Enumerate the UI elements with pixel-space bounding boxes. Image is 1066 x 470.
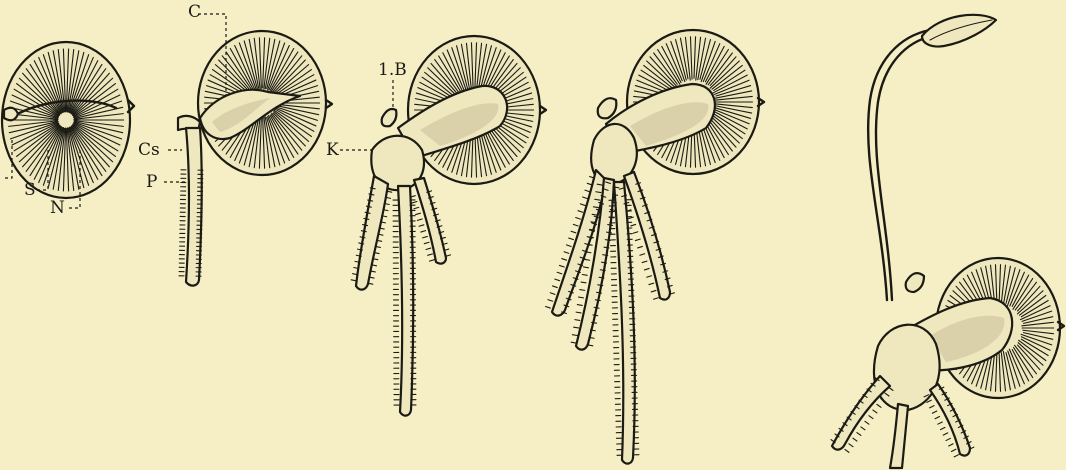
root-hair bbox=[954, 455, 958, 457]
root-hair bbox=[938, 422, 942, 424]
stage-1-seed bbox=[2, 42, 134, 198]
root-hair bbox=[647, 276, 652, 277]
root-hair bbox=[649, 283, 654, 284]
root-hair bbox=[559, 265, 564, 267]
root-hair bbox=[575, 320, 580, 321]
label-K-collar: K bbox=[326, 142, 339, 159]
seed-hilum bbox=[4, 108, 18, 121]
root-hair bbox=[414, 207, 419, 208]
root-hair bbox=[635, 239, 640, 240]
root-hair bbox=[426, 248, 431, 249]
root-hair bbox=[555, 279, 560, 281]
root-hair bbox=[571, 342, 576, 343]
label-Cs-cotyledon-sheath: Cs bbox=[138, 142, 160, 159]
root-hair bbox=[578, 211, 583, 213]
root-hair bbox=[583, 197, 588, 199]
root-hair bbox=[573, 224, 578, 226]
first-leaf-bud bbox=[598, 98, 617, 118]
root-hair bbox=[585, 190, 590, 192]
root-hair bbox=[873, 410, 877, 413]
root-hair bbox=[861, 427, 865, 430]
stage-3-seedling bbox=[351, 36, 546, 416]
root-hair bbox=[633, 232, 638, 233]
root-hair bbox=[853, 438, 857, 441]
root-hair bbox=[631, 224, 636, 225]
root-hair bbox=[935, 417, 939, 419]
root-hair bbox=[553, 286, 558, 288]
root-hair bbox=[644, 268, 649, 269]
stage-4-seedling bbox=[546, 30, 764, 464]
root-hair bbox=[576, 312, 581, 313]
root-hair bbox=[564, 252, 569, 254]
root-hair bbox=[576, 218, 581, 220]
tuberous-collar bbox=[874, 325, 940, 410]
root-hair bbox=[423, 236, 428, 237]
root-hair bbox=[574, 327, 579, 328]
root-hair bbox=[857, 433, 861, 436]
label-1B-first-leaf: 1.B bbox=[378, 62, 407, 79]
root-hair bbox=[412, 202, 417, 203]
root-hair bbox=[869, 416, 873, 419]
root-hair bbox=[579, 297, 584, 298]
root-left bbox=[832, 376, 890, 450]
root-hair bbox=[865, 421, 869, 424]
root-hair bbox=[548, 300, 553, 302]
root-hair bbox=[419, 225, 424, 226]
root-hair bbox=[653, 298, 658, 299]
root-hair bbox=[546, 306, 551, 308]
root-hair bbox=[562, 259, 567, 261]
lateral-root-left bbox=[356, 176, 388, 290]
primary-root bbox=[186, 128, 202, 286]
label-S-seed: S bbox=[24, 182, 36, 199]
root-hair bbox=[416, 213, 421, 214]
root-hair bbox=[932, 411, 936, 413]
root-hair bbox=[569, 238, 574, 240]
label-C-cotyledon: C bbox=[188, 4, 201, 21]
label-N-endosperm: N bbox=[50, 200, 65, 217]
first-leaf-bud bbox=[382, 109, 397, 126]
root-hair bbox=[424, 242, 429, 243]
root-hair bbox=[550, 293, 555, 295]
root-hair bbox=[585, 259, 590, 260]
root-hair bbox=[642, 261, 647, 262]
root-hair bbox=[640, 254, 645, 255]
stage-5-seedling bbox=[831, 15, 1064, 468]
root-hair bbox=[638, 246, 643, 247]
root-hair bbox=[582, 274, 587, 275]
root-hair bbox=[428, 254, 433, 255]
root-hair bbox=[877, 404, 881, 407]
first-leaf bbox=[922, 15, 996, 47]
root-hair bbox=[949, 444, 953, 446]
root-hair bbox=[629, 217, 634, 218]
root-hair bbox=[429, 260, 434, 261]
root-hair bbox=[580, 290, 585, 291]
root-hair bbox=[577, 305, 582, 306]
stage-2-seedling bbox=[178, 31, 332, 286]
root-hair bbox=[951, 449, 955, 451]
root-hair bbox=[849, 444, 853, 447]
root-hair bbox=[557, 272, 562, 274]
root-hair bbox=[581, 282, 586, 283]
root-hair bbox=[943, 433, 947, 435]
root-hair bbox=[351, 280, 356, 281]
root-hair bbox=[930, 406, 934, 408]
root-hair bbox=[651, 290, 656, 291]
root-hair bbox=[845, 449, 849, 452]
root-hair bbox=[572, 335, 577, 336]
root-hair bbox=[941, 427, 945, 429]
root-hair bbox=[580, 204, 585, 206]
root-hair bbox=[421, 231, 426, 232]
bud-scale bbox=[906, 273, 924, 292]
root-hair bbox=[571, 231, 576, 233]
root-hair bbox=[946, 438, 950, 440]
root-hair bbox=[417, 219, 422, 220]
root-hair bbox=[587, 183, 592, 185]
root-hair bbox=[584, 267, 589, 268]
label-P-primary-root: P bbox=[146, 174, 157, 191]
root-hair bbox=[588, 345, 593, 346]
root-hair bbox=[566, 245, 571, 247]
root-mid bbox=[890, 404, 908, 468]
